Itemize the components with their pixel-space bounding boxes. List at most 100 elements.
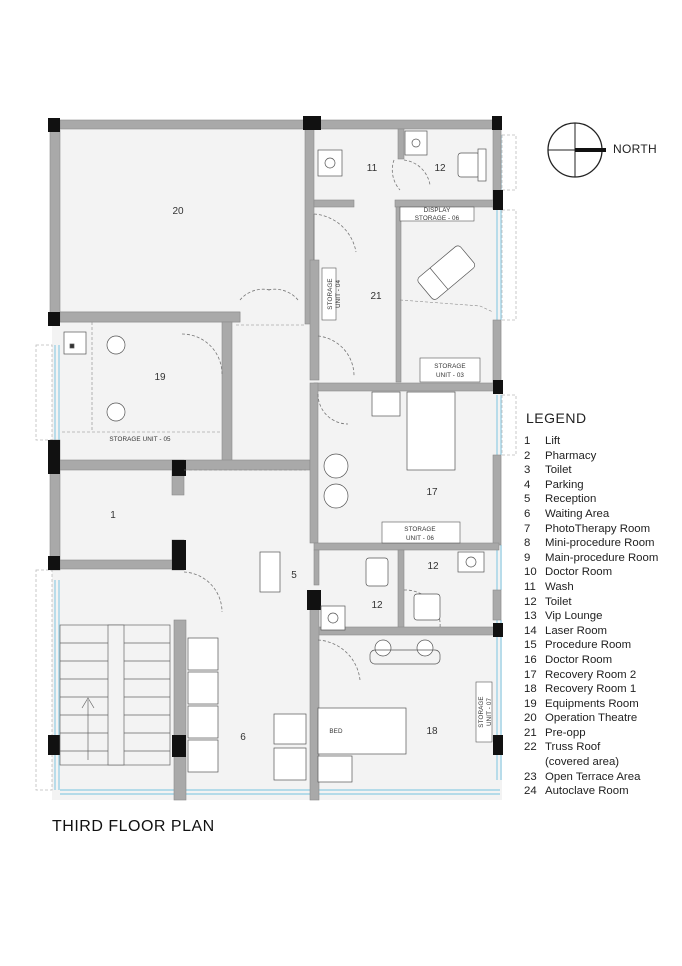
bed-label: BED [329, 728, 343, 735]
storage-unit-03-label-b: UNIT - 03 [436, 372, 464, 379]
window-frames [35, 134, 517, 791]
staircase [59, 624, 171, 766]
legend-item: 23 Open Terrace Area [524, 770, 682, 785]
legend-item: 10 Doctor Room [524, 565, 682, 580]
legend-item-label: Parking [545, 478, 584, 491]
dashed-lines [62, 299, 494, 471]
legend-title: LEGEND [526, 410, 587, 426]
legend-item-label: Equipments Room [545, 697, 639, 710]
legend-item-number: 4 [524, 478, 531, 491]
legend-item-label: Toilet [545, 595, 572, 608]
legend-item-label: Truss Roof [545, 741, 601, 754]
legend-item-label: Reception [545, 493, 597, 506]
legend-item-number: 16 [524, 653, 537, 666]
north-label: NORTH [613, 142, 657, 156]
room-5: 5 [291, 570, 297, 581]
north-compass-icon [547, 122, 606, 178]
legend-item-label: Recovery Room 2 [545, 668, 637, 681]
storage-boxes [321, 206, 493, 743]
legend-item-number: 17 [524, 668, 537, 681]
room-18: 18 [426, 726, 438, 737]
display-label: DISPLAY [424, 207, 452, 214]
furniture [63, 130, 487, 783]
legend-item-number: 14 [524, 624, 537, 637]
legend-item-label: Waiting Area [545, 507, 610, 520]
legend-item-label: Mini-procedure Room [545, 537, 655, 550]
legend-item-label: Laser Room [545, 624, 608, 637]
legend-item: 8 Mini-procedure Room [524, 536, 682, 551]
storage-unit-07-label-b: UNIT - 07 [486, 698, 493, 726]
storage-unit-04-label-b: UNIT - 04 [335, 280, 342, 308]
legend-item: 15 Procedure Room [524, 638, 682, 653]
legend-item-number: 11 [524, 580, 536, 593]
legend-item-label: Doctor Room [545, 566, 613, 579]
legend-item-label: Pharmacy [545, 449, 597, 462]
legend-item-label: Autoclave Room [545, 785, 629, 798]
legend-item: 11 Wash [524, 580, 682, 595]
room-12-right: 12 [427, 561, 439, 572]
legend-item-number: 24 [524, 785, 537, 798]
room-1: 1 [110, 510, 116, 521]
room-11: 11 [367, 163, 378, 174]
plan-title: THIRD FLOOR PLAN [52, 818, 215, 835]
legend-item: 19 Equipments Room [524, 697, 682, 712]
room-12-top: 12 [434, 163, 446, 174]
legend-item-number: 18 [524, 683, 537, 696]
legend-item-number: 8 [524, 537, 531, 550]
storage-unit-06-label-a: STORAGE [404, 526, 435, 533]
legend-item: 22 Truss Roof [524, 740, 682, 755]
legend-item-label: Procedure Room [545, 639, 632, 652]
storage-unit-04-label-a: STORAGE [327, 278, 334, 309]
legend-item-number: 10 [524, 566, 537, 579]
legend-item: 4 Parking [524, 478, 682, 493]
legend-item-number: 13 [524, 610, 537, 623]
storage-unit-03-label-a: STORAGE [434, 363, 465, 370]
legend-item-label: (covered area) [545, 756, 620, 769]
north-arrow [546, 119, 676, 181]
room-21: 21 [370, 291, 382, 302]
legend-item-number: 6 [524, 507, 531, 520]
legend-item-number [524, 755, 545, 770]
doors [181, 159, 441, 681]
legend-item-number: 15 [524, 639, 537, 652]
storage-unit-06-label-b: UNIT - 06 [406, 535, 434, 542]
legend-item-label: Main-procedure Room [545, 551, 659, 564]
windows [54, 135, 502, 795]
room-numbers: 20 11 12 21 19 17 1 5 12 12 6 18 BED [110, 163, 446, 743]
storage-labels: DISPLAY STORAGE - 06 STORAGE UNIT - 04 S… [109, 207, 493, 728]
legend-item-number: 19 [524, 697, 537, 710]
legend-item: 14 Laser Room [524, 624, 682, 639]
room-12-middle: 12 [371, 600, 383, 611]
columns [48, 116, 503, 757]
legend-item: 24 Autoclave Room [524, 784, 682, 799]
legend-item-number: 23 [524, 770, 537, 783]
legend-item-label: Open Terrace Area [545, 770, 641, 783]
legend-item: 21 Pre-opp [524, 726, 682, 741]
storage-06-top-label: STORAGE - 06 [415, 215, 460, 222]
legend-item-number: 3 [524, 464, 531, 477]
legend-item-label: Toilet [545, 464, 572, 477]
legend-item-label: Doctor Room [545, 653, 613, 666]
legend-item-number: 22 [524, 741, 537, 754]
legend-item-number: 21 [524, 726, 537, 739]
legend-item-number: 20 [524, 712, 537, 725]
legend-item: (covered area) [524, 755, 682, 770]
room-19: 19 [154, 372, 166, 383]
room-20: 20 [172, 206, 184, 217]
room-17: 17 [426, 487, 438, 498]
legend-item: 16 Doctor Room [524, 653, 682, 668]
legend-item-number: 7 [524, 522, 531, 535]
legend-item-label: Pre-opp [545, 726, 586, 739]
legend-item-label: Wash [545, 580, 574, 593]
room-6: 6 [240, 732, 246, 743]
